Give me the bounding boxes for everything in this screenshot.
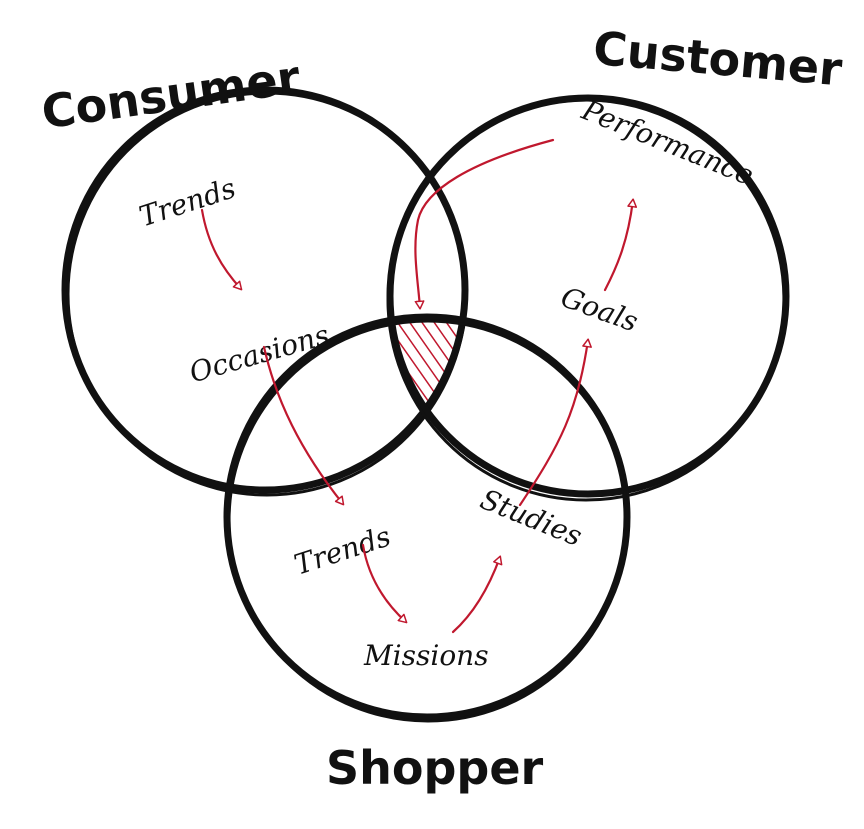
performance-label: Performance [576,93,758,192]
consumer-circle [61,86,469,497]
arrow-studies-to-goals [518,338,592,507]
arrow-goals-to-performance [603,198,638,292]
arrow-performance-to-intersection [414,138,555,310]
customer-circle [386,94,790,502]
arrow-trends-to-occasions [200,208,243,291]
arrow-trends-to-missions [361,543,408,624]
arrow-missions-to-studies [451,555,503,634]
occasions-label: Occasions [186,318,333,389]
shopper-circle [223,313,631,723]
customer-title: Customer [591,21,844,97]
shopper-trends-label: Trends [290,520,394,582]
shopper-title: Shopper [326,741,544,795]
consumer-title: Consumer [38,50,303,140]
arrow-occasions-to-trends [262,345,345,506]
consumer-trends-label: Trends [135,171,239,233]
goals-label: Goals [557,280,643,338]
missions-label: Missions [363,639,489,672]
